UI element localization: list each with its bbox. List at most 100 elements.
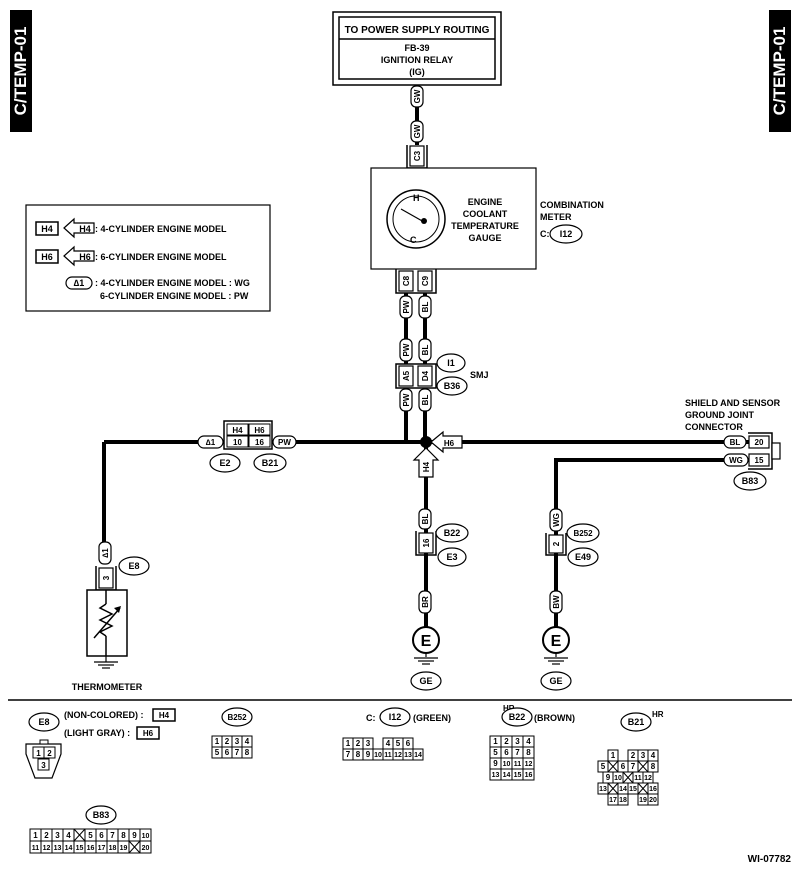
svg-text:PW: PW — [402, 393, 411, 406]
connector-e3: E3 — [446, 552, 457, 562]
svg-text:C9: C9 — [421, 275, 430, 286]
pin-number: 8 — [356, 750, 361, 759]
meter-connector: I12 — [560, 229, 573, 239]
shield-label: GROUND JOINT — [685, 410, 755, 420]
connector-e2-b21: H4 H6 10 16 — [223, 420, 273, 450]
pin-number: 4 — [386, 739, 391, 748]
pin-number: 17 — [609, 797, 617, 804]
pin-number: 2 — [631, 751, 636, 760]
svg-text:H4: H4 — [159, 711, 170, 720]
pin-number: 14 — [503, 772, 511, 779]
pin-number: 2 — [44, 831, 49, 840]
pin-number: 7 — [346, 750, 351, 759]
pin-number: 11 — [634, 775, 642, 782]
smj-label: SMJ — [470, 370, 489, 380]
wire-label-star1: ∆1 — [197, 435, 224, 449]
combination-meter: H C ENGINE COOLANT TEMPERATURE GAUGE — [370, 167, 537, 270]
wire-label-pw: PW — [399, 295, 413, 319]
pin-number: 7 — [235, 748, 240, 757]
svg-text:BW: BW — [552, 595, 561, 609]
gauge-title: COOLANT — [463, 209, 508, 219]
connector-id-badge — [253, 453, 287, 473]
connector-b22: B22 — [444, 528, 461, 538]
svg-text:GW: GW — [413, 124, 422, 138]
connector-id-badge — [733, 471, 767, 491]
connector-id-badge — [209, 453, 241, 473]
pin-number: 13 — [54, 845, 62, 852]
svg-text:H6: H6 — [254, 426, 265, 435]
svg-text:B21: B21 — [628, 717, 645, 727]
svg-text:∆1: ∆1 — [101, 548, 110, 558]
svg-text:B83: B83 — [93, 810, 110, 820]
pin-number: 3 — [235, 737, 240, 746]
svg-text:WG: WG — [552, 513, 561, 527]
connector-b252: B252 — [573, 529, 593, 538]
pin-number: 7 — [515, 748, 520, 757]
ground-symbol: E — [412, 613, 440, 665]
svg-text:10: 10 — [233, 438, 242, 447]
pin-number: 10 — [374, 752, 382, 759]
pin-number: 12 — [525, 761, 533, 768]
pin-number: 3 — [55, 831, 60, 840]
gauge-needle — [400, 208, 425, 223]
pin-number: 13 — [404, 752, 412, 759]
connector-e49: E49 — [575, 552, 591, 562]
svg-text:(LIGHT GRAY) :: (LIGHT GRAY) : — [64, 728, 130, 738]
gauge-title: TEMPERATURE — [451, 221, 519, 231]
pin-number: 14 — [619, 786, 627, 793]
svg-text:3: 3 — [41, 761, 46, 770]
pin-number: 20 — [142, 845, 150, 852]
connector-id-badge — [549, 224, 583, 244]
wire-label-br: BR — [418, 590, 432, 614]
svg-text:16: 16 — [422, 538, 431, 547]
connector-id-badge — [410, 671, 442, 691]
pin-number: 12 — [644, 775, 652, 782]
legend-h6-text: : 6-CYLINDER ENGINE MODEL — [95, 252, 227, 262]
pin-number: 11 — [384, 752, 392, 759]
svg-text:(GREEN): (GREEN) — [413, 713, 451, 723]
pin-number: 10 — [503, 761, 511, 768]
svg-text:E8: E8 — [38, 717, 49, 727]
legend-star-line1: : 4-CYLINDER ENGINE MODEL : WG — [95, 278, 250, 288]
connector-id-badge — [540, 671, 572, 691]
svg-text:HR: HR — [652, 710, 664, 719]
svg-text:(NON-COLORED) :: (NON-COLORED) : — [64, 710, 144, 720]
ground-ge: GE — [549, 676, 562, 686]
pin-number: 7 — [110, 831, 115, 840]
pin-number: 16 — [649, 786, 657, 793]
pin-number: 4 — [651, 751, 656, 760]
svg-text:GW: GW — [413, 89, 422, 103]
side-tab-left: C/TEMP-01 — [10, 10, 32, 132]
legend-star-tag: ∆1 — [74, 278, 85, 288]
ground-symbol: E — [542, 613, 570, 665]
pin-number: 9 — [606, 773, 611, 782]
svg-text:∆1: ∆1 — [206, 438, 216, 447]
pin-number: 14 — [65, 845, 73, 852]
connector-b21: B21 — [262, 458, 279, 468]
svg-text:E: E — [421, 633, 432, 650]
svg-text:PW: PW — [278, 438, 291, 447]
thermometer-label: THERMOMETER — [72, 682, 143, 692]
power-box-relay-code: FB-39 — [404, 43, 429, 53]
thermistor-symbol — [86, 589, 128, 669]
legend-star-line2: 6-CYLINDER ENGINE MODEL : PW — [100, 291, 249, 301]
svg-text:C3: C3 — [413, 150, 422, 161]
gauge-title: ENGINE — [468, 197, 503, 207]
svg-text:15: 15 — [755, 456, 764, 465]
pin-c3: C3 — [406, 145, 428, 169]
pin-number: 5 — [601, 762, 606, 771]
legend-h4-tag: H4 — [41, 224, 53, 234]
junction-point — [420, 436, 432, 448]
wire-label-bl: BL — [723, 435, 747, 449]
svg-text:H4: H4 — [422, 461, 431, 472]
pin-number: 6 — [504, 748, 509, 757]
pin-number: 17 — [98, 845, 106, 852]
h6-arrow: H6 — [430, 430, 463, 454]
power-box-header: TO POWER SUPPLY ROUTING — [345, 25, 490, 36]
pin-number: 1 — [611, 751, 616, 760]
